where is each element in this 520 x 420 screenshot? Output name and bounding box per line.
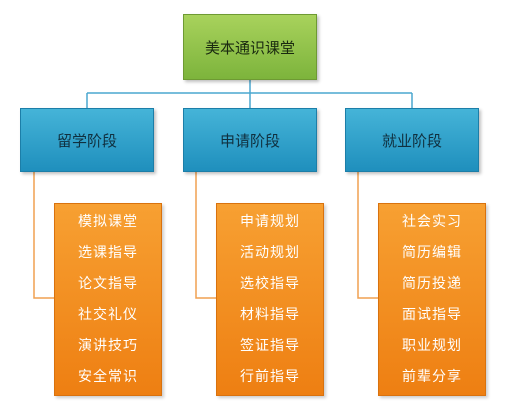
- stage-label: 留学阶段: [56, 131, 117, 150]
- connector-panel-2: [195, 172, 216, 299]
- list-item: 前辈分享: [402, 369, 462, 386]
- list-item: 模拟课堂: [78, 213, 138, 230]
- list-item: 行前指导: [240, 369, 300, 386]
- list-item: 职业规划: [402, 338, 462, 355]
- list-item: 社交礼仪: [78, 307, 138, 324]
- list-item: 选课指导: [78, 244, 138, 261]
- panel-apply-items: 申请规划 活动规划 选校指导 材料指导 签证指导 行前指导: [216, 203, 324, 396]
- list-item: 申请规划: [240, 213, 300, 230]
- panel-career-items: 社会实习 简历编辑 简历投递 面试指导 职业规划 前辈分享: [378, 203, 486, 396]
- connector-panel-1: [33, 172, 54, 299]
- list-item: 活动规划: [240, 244, 300, 261]
- list-item: 演讲技巧: [78, 338, 138, 355]
- connector-panel-3: [357, 172, 378, 299]
- list-item: 选校指导: [240, 275, 300, 292]
- list-item: 简历编辑: [402, 244, 462, 261]
- stage-label: 就业阶段: [381, 131, 442, 150]
- root-node: 美本通识课堂: [183, 14, 317, 80]
- list-item: 安全常识: [78, 369, 138, 386]
- stage-label: 申请阶段: [219, 131, 280, 150]
- list-item: 论文指导: [78, 275, 138, 292]
- list-item: 简历投递: [402, 275, 462, 292]
- list-item: 社会实习: [402, 213, 462, 230]
- stage-node-study: 留学阶段: [20, 108, 154, 172]
- stage-node-career: 就业阶段: [345, 108, 479, 172]
- root-label: 美本通识课堂: [204, 38, 295, 57]
- stage-node-apply: 申请阶段: [183, 108, 317, 172]
- panel-study-items: 模拟课堂 选课指导 论文指导 社交礼仪 演讲技巧 安全常识: [54, 203, 162, 396]
- list-item: 签证指导: [240, 338, 300, 355]
- list-item: 材料指导: [240, 307, 300, 324]
- list-item: 面试指导: [402, 307, 462, 324]
